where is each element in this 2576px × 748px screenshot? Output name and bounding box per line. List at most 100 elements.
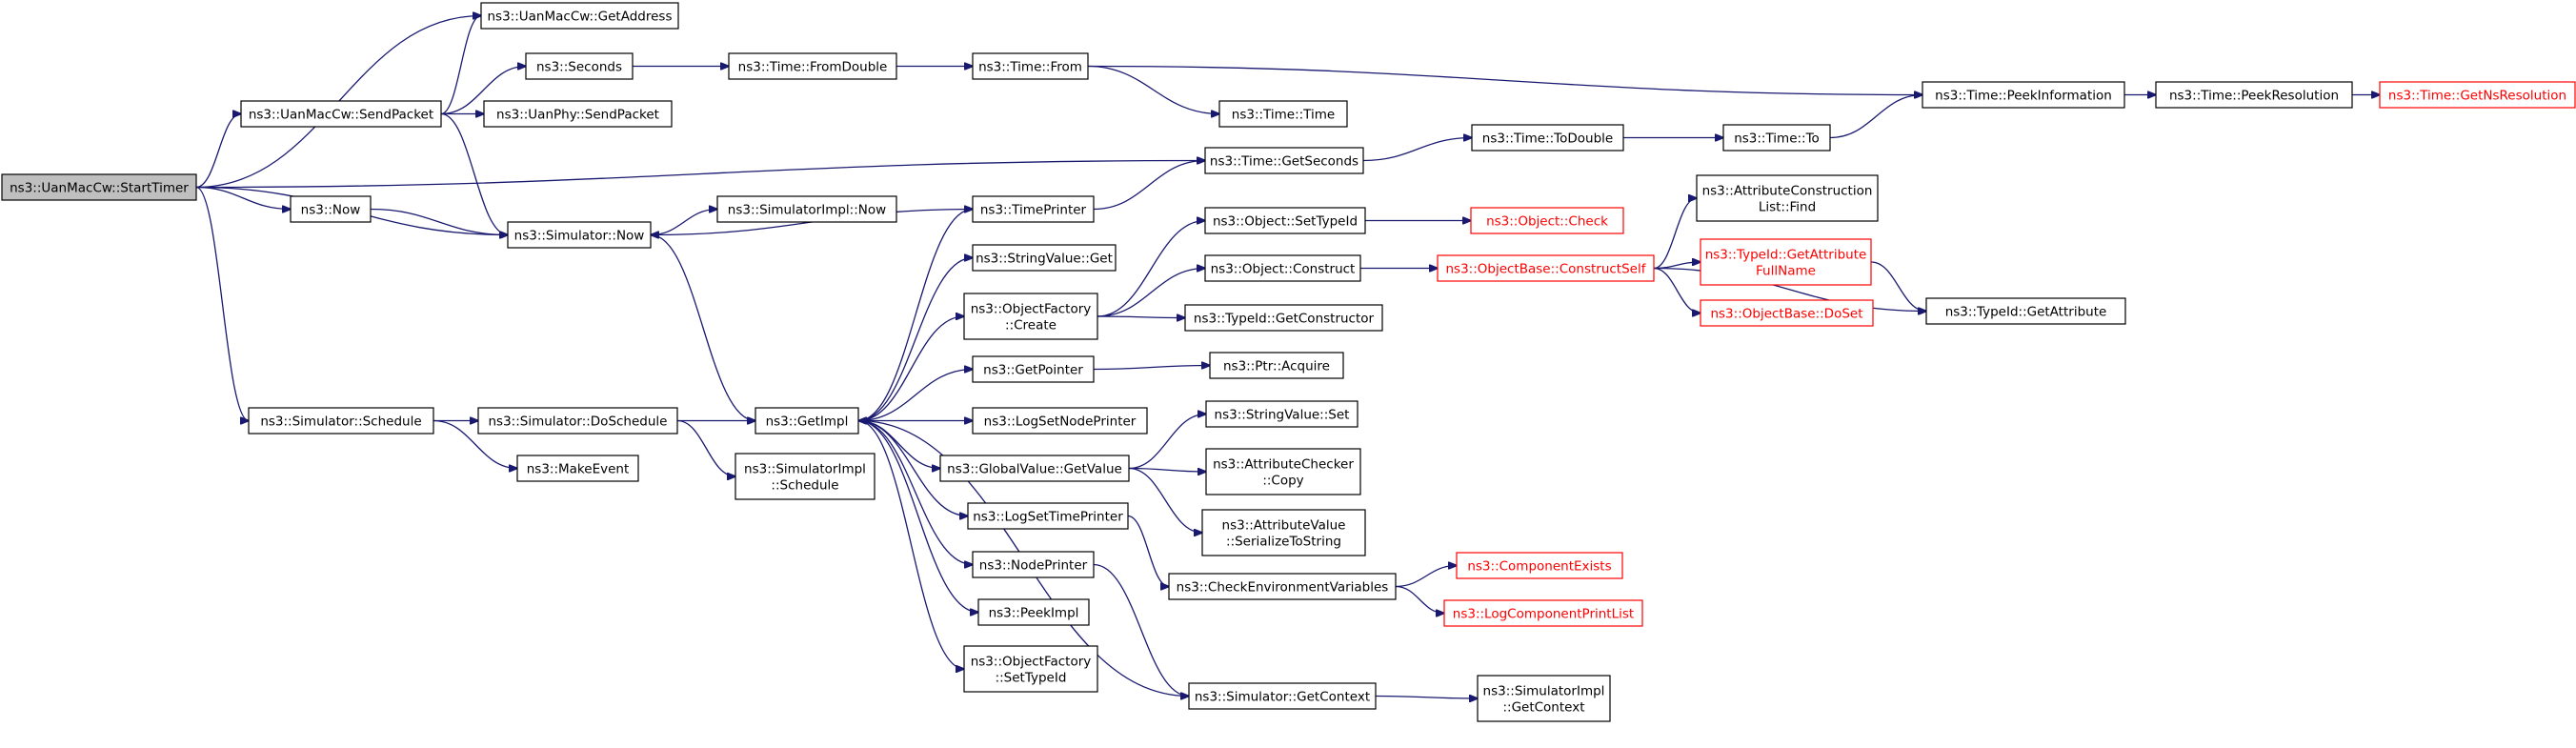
node-label: ns3::Time::PeekInformation — [1935, 89, 2112, 104]
node-box — [1443, 599, 1643, 627]
node-settypeid[interactable]: ns3::Object::SetTypeId — [1204, 207, 1366, 234]
node-implschedule[interactable]: ns3::SimulatorImpl::Schedule — [735, 453, 875, 500]
node-box — [963, 645, 1098, 693]
node-box — [1470, 207, 1624, 234]
edge-sendpkt-to-seconds — [440, 67, 526, 115]
node-box — [1437, 254, 1655, 282]
node-todouble[interactable]: ns3::Time::ToDouble — [1471, 124, 1624, 152]
edge-getimpl-to-objfactcreate — [857, 316, 964, 422]
node-seconds[interactable]: ns3::Seconds — [525, 52, 634, 80]
node-attrcheckcopy[interactable]: ns3::AttributeChecker::Copy — [1205, 448, 1361, 495]
node-logsetnode[interactable]: ns3::LogSetNodePrinter — [972, 407, 1148, 435]
node-doset[interactable]: ns3::ObjectBase::DoSet — [1700, 299, 1874, 327]
node-compexists[interactable]: ns3::ComponentExists — [1456, 552, 1623, 579]
node-implnow[interactable]: ns3::SimulatorImpl::Now — [716, 195, 897, 223]
node-box — [1204, 207, 1366, 234]
node-root[interactable]: ns3::UanMacCw::StartTimer — [1, 173, 197, 201]
node-globalget[interactable]: ns3::GlobalValue::GetValue — [939, 455, 1130, 482]
node-acquire[interactable]: ns3::Ptr::Acquire — [1209, 352, 1344, 379]
node-label: ns3::Time::PeekResolution — [2169, 89, 2339, 104]
node-label: ns3::Now — [301, 203, 361, 218]
node-label: ns3::LogComponentPrintList — [1453, 607, 1634, 622]
node-box — [1925, 297, 2126, 325]
node-box — [507, 221, 652, 249]
node-timeprinter[interactable]: ns3::TimePrinter — [972, 195, 1095, 223]
node-getimpl[interactable]: ns3::GetImpl — [755, 407, 859, 435]
node-getseconds[interactable]: ns3::Time::GetSeconds — [1204, 147, 1364, 174]
edge-getimpl-to-getpointer — [857, 370, 973, 422]
node-box — [525, 52, 634, 80]
node-box — [483, 100, 673, 128]
edge-root-to-sendpkt — [195, 114, 241, 189]
node-box — [516, 455, 639, 482]
node-doschedule[interactable]: ns3::Simulator::DoSchedule — [477, 407, 678, 435]
node-box — [972, 355, 1095, 383]
node-label: ns3::SimulatorImpl — [1483, 684, 1605, 699]
edge-getattrfull-to-getattr — [1870, 261, 1926, 312]
edge-simnow-to-getimpl — [650, 233, 755, 421]
node-sendpkt[interactable]: ns3::UanMacCw::SendPacket — [240, 100, 442, 128]
edge-logsettime-to-checkenv — [1127, 515, 1169, 587]
node-label: ns3::Object::Construct — [1211, 262, 1356, 277]
node-strset[interactable]: ns3::StringValue::Set — [1205, 400, 1358, 428]
edge-checkenv-to-compexists — [1395, 566, 1457, 588]
node-label: ns3::Time::From — [978, 60, 1082, 75]
node-timefrom[interactable]: ns3::Time::From — [972, 52, 1089, 80]
node-getattr[interactable]: ns3::TypeId::GetAttribute — [1925, 297, 2126, 325]
node-objfactsettype[interactable]: ns3::ObjectFactory::SetTypeId — [963, 645, 1098, 693]
edge-getpointer-to-acquire — [1093, 366, 1210, 371]
node-label: ns3::PeekImpl — [989, 606, 1079, 621]
node-box — [1218, 100, 1348, 128]
node-label: ns3::Simulator::DoSchedule — [489, 414, 668, 430]
edge-constructself-to-getattr — [1653, 267, 1926, 312]
node-box — [2379, 81, 2576, 109]
node-timetime[interactable]: ns3::Time::Time — [1218, 100, 1348, 128]
node-logcomplist[interactable]: ns3::LogComponentPrintList — [1443, 599, 1643, 627]
node-label: ns3::UanMacCw::StartTimer — [10, 181, 189, 196]
node-label: ns3::Time::GetNsResolution — [2388, 89, 2566, 104]
edge-now-to-simnow — [370, 208, 508, 235]
node-getcontext[interactable]: ns3::Simulator::GetContext — [1188, 682, 1377, 710]
node-objconstruct[interactable]: ns3::Object::Construct — [1204, 254, 1361, 282]
node-box — [716, 195, 897, 223]
node-label: ns3::Simulator::GetContext — [1195, 690, 1370, 705]
node-peekres[interactable]: ns3::Time::PeekResolution — [2155, 81, 2353, 109]
node-label: ns3::AttributeConstruction — [1702, 184, 1873, 199]
node-simnow[interactable]: ns3::Simulator::Now — [507, 221, 652, 249]
node-getaddr[interactable]: ns3::UanMacCw::GetAddress — [480, 2, 679, 30]
node-box — [290, 195, 372, 223]
node-makeevent[interactable]: ns3::MakeEvent — [516, 455, 639, 482]
node-attrvalser[interactable]: ns3::AttributeValue::SerializeToString — [1201, 509, 1366, 556]
node-constructself[interactable]: ns3::ObjectBase::ConstructSelf — [1437, 254, 1655, 282]
node-logsettime[interactable]: ns3::LogSetTimePrinter — [967, 502, 1129, 530]
node-box — [1205, 448, 1361, 495]
node-objcheck[interactable]: ns3::Object::Check — [1470, 207, 1624, 234]
node-label: ns3::TimePrinter — [980, 203, 1087, 218]
node-label: ns3::ObjectFactory — [971, 655, 1092, 670]
node-label: ns3::Time::FromDouble — [738, 60, 888, 75]
node-getctor[interactable]: ns3::TypeId::GetConstructor — [1184, 304, 1383, 332]
node-getpointer[interactable]: ns3::GetPointer — [972, 355, 1095, 383]
edge-checkenv-to-logcomplist — [1395, 585, 1444, 614]
node-schedule[interactable]: ns3::Simulator::Schedule — [248, 407, 434, 435]
node-now[interactable]: ns3::Now — [290, 195, 372, 223]
node-fromdouble[interactable]: ns3::Time::FromDouble — [728, 52, 897, 80]
node-label: ns3::Simulator::Now — [514, 229, 645, 244]
node-physend[interactable]: ns3::UanPhy::SendPacket — [483, 100, 673, 128]
node-label: ns3::UanPhy::SendPacket — [496, 108, 659, 123]
edge-sendpkt-to-getaddr — [440, 16, 481, 115]
node-getnsres[interactable]: ns3::Time::GetNsResolution — [2379, 81, 2576, 109]
node-strget[interactable]: ns3::StringValue::Get — [972, 244, 1117, 272]
node-objfactcreate[interactable]: ns3::ObjectFactory::Create — [963, 293, 1098, 340]
node-checkenv[interactable]: ns3::CheckEnvironmentVariables — [1168, 573, 1397, 600]
node-nodeprinter[interactable]: ns3::NodePrinter — [972, 551, 1095, 578]
node-peekinfo[interactable]: ns3::Time::PeekInformation — [1922, 81, 2125, 109]
node-implgetctx[interactable]: ns3::SimulatorImpl::GetContext — [1477, 675, 1611, 722]
node-label: ns3::ObjectFactory — [971, 302, 1092, 317]
node-label: ns3::Simulator::Schedule — [260, 414, 421, 430]
node-timeto[interactable]: ns3::Time::To — [1722, 124, 1831, 152]
node-peekimpl[interactable]: ns3::PeekImpl — [977, 598, 1090, 626]
